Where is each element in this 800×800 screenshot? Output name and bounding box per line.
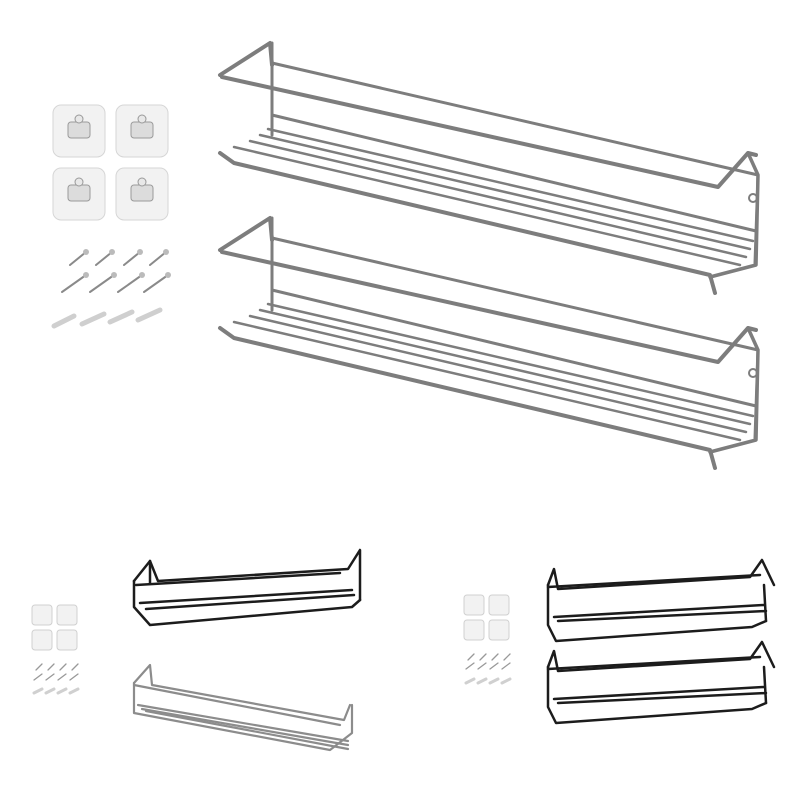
adhesive-hook: [52, 167, 106, 221]
wall-anchors: [51, 307, 163, 329]
mini-rack-black-top: [546, 558, 776, 643]
spice-rack-bottom: [218, 216, 760, 470]
main-rack-svg: [218, 41, 760, 470]
screws: [61, 249, 171, 293]
mini-rack-chrome: [132, 663, 354, 752]
variant-black-chrome-svg: [31, 548, 362, 752]
main-hardware-kit: [48, 100, 178, 340]
mini-hardware-kit: [31, 604, 80, 695]
main-hardware-svg: [51, 104, 171, 329]
adhesive-hook: [52, 104, 106, 158]
adhesive-hooks: [52, 104, 169, 221]
variant-black: [460, 555, 790, 735]
adhesive-hook: [115, 167, 169, 221]
spice-rack-top: [218, 41, 760, 295]
variant-black-chrome: [30, 545, 370, 770]
adhesive-hook: [115, 104, 169, 158]
variant-black-svg: [463, 558, 776, 725]
mini-hardware-kit: [463, 594, 512, 685]
mini-rack-black-bottom: [546, 640, 776, 725]
mini-rack-black: [132, 548, 362, 627]
main-rack-pair: [210, 35, 770, 480]
